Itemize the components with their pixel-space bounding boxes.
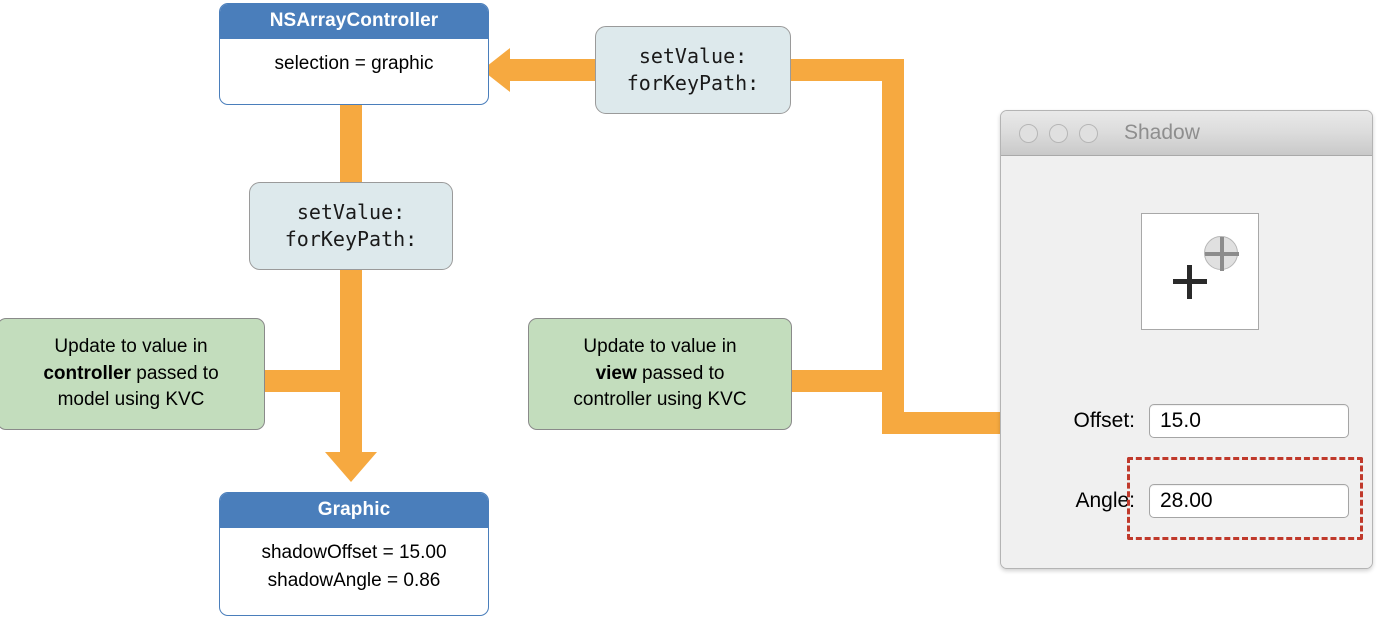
window-traffic-lights (1019, 123, 1098, 143)
connector-right-vertical (882, 59, 904, 419)
note-emphasis: controller (43, 362, 131, 384)
message-box-controller-to-model[interactable]: setValue: forKeyPath: (249, 182, 453, 270)
plus-glyph-shadow-icon (1204, 236, 1239, 271)
graphic-title: Graphic (220, 493, 488, 528)
note-line-2: view passed to (596, 361, 725, 388)
message-box-view-to-controller[interactable]: setValue: forKeyPath: (595, 26, 791, 114)
message-selector-line2: forKeyPath: (626, 71, 760, 95)
window-titlebar[interactable]: Shadow (1001, 111, 1372, 156)
note-emphasis: view (595, 362, 637, 384)
note-line-2-rest: passed to (636, 362, 725, 384)
note-controller-to-model[interactable]: Update to value in controller passed to … (0, 318, 265, 430)
connector-controller-to-model-vertical (340, 100, 362, 455)
shadow-preview-canvas[interactable] (1141, 213, 1259, 330)
connector-to-view-note (790, 370, 890, 392)
note-line-2: controller passed to (43, 361, 218, 388)
connector-view-to-controller-horizontal (510, 59, 595, 81)
note-line-1: Update to value in (54, 335, 208, 357)
zoom-button[interactable] (1079, 123, 1098, 143)
minimize-button[interactable] (1049, 123, 1068, 143)
angle-label: Angle: (1075, 489, 1135, 512)
window-body: Offset: 15.0 Angle: 28.00 (1001, 156, 1372, 568)
message-selector-line1: setValue: (638, 44, 748, 68)
shadow-window[interactable]: Shadow Offset: 15.0 (1000, 110, 1373, 569)
window-title: Shadow (1124, 121, 1200, 144)
note-view-to-controller[interactable]: Update to value in view passed to contro… (528, 318, 792, 430)
note-line-3: model using KVC (57, 389, 205, 411)
connector-to-controller-note (263, 370, 345, 392)
angle-input[interactable]: 28.00 (1149, 484, 1349, 518)
graphic-properties: shadowOffset = 15.00 shadowAngle = 0.86 (220, 528, 488, 607)
graphic-shadowoffset: shadowOffset = 15.00 (261, 542, 447, 563)
offset-label: Offset: (1073, 409, 1135, 432)
arrowhead-into-model-icon (325, 452, 377, 482)
close-button[interactable] (1019, 123, 1038, 143)
offset-field-row: Offset: 15.0 (1013, 404, 1361, 438)
note-line-1: Update to value in (583, 335, 737, 357)
nsarraycontroller-box[interactable]: NSArrayController selection = graphic (219, 3, 489, 105)
note-line-3: controller using KVC (573, 389, 747, 411)
nsarraycontroller-selection: selection = graphic (220, 39, 488, 90)
nsarraycontroller-title: NSArrayController (220, 4, 488, 39)
message-selector-line2: forKeyPath: (284, 227, 418, 251)
offset-input[interactable]: 15.0 (1149, 404, 1349, 438)
graphic-box[interactable]: Graphic shadowOffset = 15.00 shadowAngle… (219, 492, 489, 616)
plus-glyph-main-icon (1173, 265, 1207, 299)
note-line-2-rest: passed to (130, 362, 219, 384)
connector-setvalue-right (790, 59, 904, 81)
angle-field-row: Angle: 28.00 (1013, 484, 1361, 518)
graphic-shadowangle: shadowAngle = 0.86 (267, 569, 441, 591)
message-selector-line1: setValue: (296, 200, 406, 224)
